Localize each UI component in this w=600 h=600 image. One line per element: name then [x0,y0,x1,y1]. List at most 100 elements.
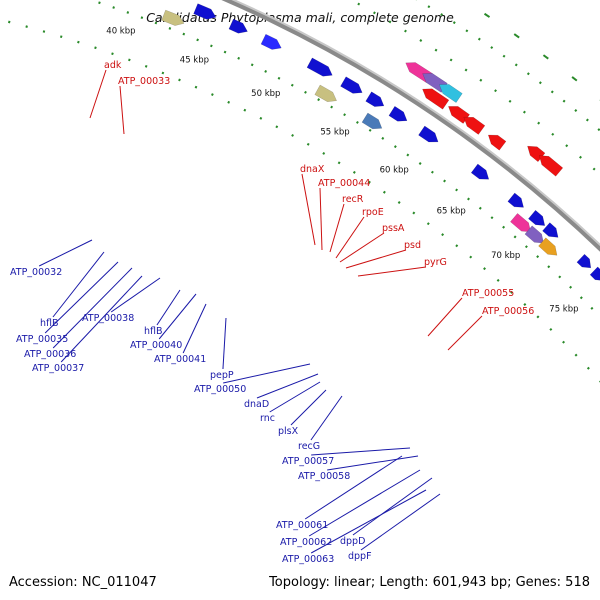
reverse-leader [345,249,407,269]
forward-gene-label: ATP_00057 [282,456,334,467]
reverse-gene-label: ATP_00056 [482,306,534,317]
summary-text: Topology: linear; Length: 601,943 bp; Ge… [268,575,590,590]
forward-gene-label: hflB [40,318,59,329]
reverse-leader [335,216,365,259]
forward-gene-label: ATP_00036 [24,349,76,360]
forward-gene [306,57,333,77]
forward-gene-label: ATP_00050 [194,384,246,395]
reverse-gene-label: dnaX [300,164,325,175]
tick-label: 40 kbp [106,26,135,36]
forward-gene-label: rnc [260,413,275,424]
forward-leader [304,455,403,520]
rna-feature [524,225,544,244]
forward-gene-label: pepP [210,370,234,381]
reverse-gene-label: psd [404,240,421,251]
forward-leader [52,267,133,349]
rna-feature [538,237,558,256]
reverse-leader [357,266,427,277]
dotted-ring-upper [348,0,600,176]
forward-gene-label: dppF [348,551,372,562]
rna-feature [510,213,532,233]
forward-gene-label: recG [298,441,320,452]
forward-gene-label: dnaD [244,399,269,410]
backbone-line [221,0,600,252]
tick-label: 70 kbp [491,251,520,261]
reverse-gene [463,116,486,135]
forward-leader [110,277,161,313]
dotted-ring-inner [0,18,600,383]
reverse-leader [119,85,125,135]
forward-gene [388,105,408,122]
reverse-leader [329,203,345,253]
forward-leader [44,261,119,334]
forward-gene-label: ATP_00037 [32,363,84,374]
reverse-gene-label: pssA [382,223,405,234]
forward-leader [310,489,427,554]
forward-gene-label: ATP_00061 [276,520,328,531]
map-title: Candidatus Phytoplasma mali, complete ge… [146,10,454,25]
forward-gene-label: ATP_00040 [130,340,182,351]
forward-leader [360,493,441,551]
forward-leader [38,239,93,267]
forward-leader [158,293,197,340]
tick-label: 65 kbp [437,207,466,217]
reverse-leader [427,297,463,337]
forward-leader [327,455,419,471]
rna-feature [361,112,383,130]
forward-gene [260,33,282,50]
rna-feature [161,9,185,26]
forward-gene-label: hflB [144,326,163,337]
forward-leader [310,395,343,441]
forward-leader [352,477,433,536]
reverse-gene-label: adk [104,60,122,71]
forward-leader [308,469,421,537]
reverse-gene [438,84,463,103]
forward-leader [52,251,105,318]
forward-gene [418,125,439,143]
backbone-highlight [228,0,600,248]
reverse-gene [538,155,564,177]
forward-gene [528,209,546,226]
tick-label: 45 kbp [180,56,209,66]
map-layer [0,0,600,383]
reverse-gene [448,106,470,124]
forward-gene-label: ATP_00062 [280,537,332,548]
forward-gene-label: ATP_00038 [82,313,134,324]
forward-gene-label: ATP_00063 [282,554,334,565]
accession-text: Accession: NC_011047 [9,575,157,590]
tick-label: 60 kbp [380,165,409,175]
forward-leader [60,275,143,363]
forward-gene [228,18,248,34]
forward-gene [365,91,385,107]
forward-gene [340,76,363,94]
reverse-leader [89,69,107,119]
reverse-gene-label: ATP_00055 [462,288,514,299]
reverse-gene-label: ATP_00044 [318,178,370,189]
gene-layer [161,3,600,281]
forward-gene-label: ATP_00058 [298,471,350,482]
forward-leader [256,373,319,399]
forward-gene-label: ATP_00032 [10,267,62,278]
forward-gene-label: plsX [278,426,299,437]
forward-leader [290,389,327,426]
dotted-ring-outer [415,0,600,133]
forward-gene [507,192,524,208]
reverse-leader [301,173,316,246]
forward-leader [182,303,207,354]
reverse-gene-label: ATP_00033 [118,76,170,87]
forward-gene [576,253,592,269]
forward-gene-label: ATP_00041 [154,354,206,365]
forward-leader [311,447,411,456]
rna-feature [314,84,337,102]
reverse-gene-label: pyrG [424,257,447,268]
forward-leader [223,363,311,384]
forward-gene [193,3,217,20]
reverse-gene [422,88,450,110]
reverse-leader [319,187,323,251]
reverse-leader [447,315,483,351]
forward-leader [222,317,227,370]
forward-gene-label: ATP_00035 [16,334,68,345]
forward-leader [269,381,321,413]
